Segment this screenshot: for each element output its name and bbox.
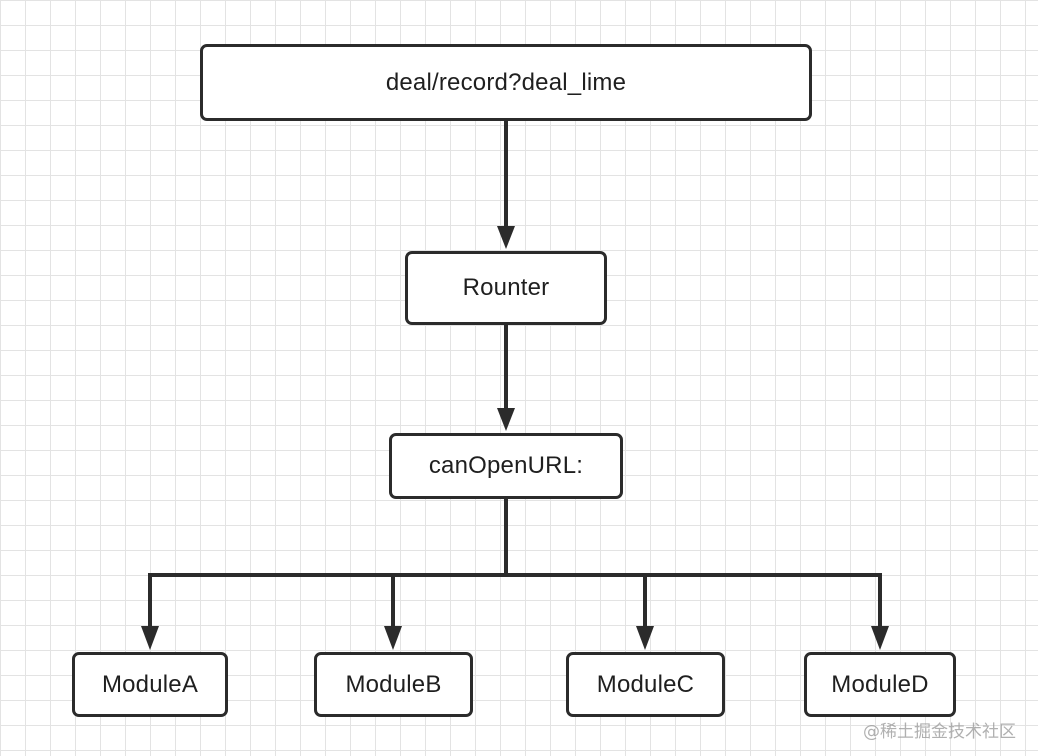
node-url-request: deal/record?deal_lime — [200, 44, 812, 121]
node-module-a: ModuleA — [72, 652, 228, 717]
node-module-d-label: ModuleD — [831, 670, 929, 698]
arrowhead-canopen — [497, 408, 515, 431]
node-module-c-label: ModuleC — [596, 670, 695, 698]
node-router: Rounter — [405, 251, 607, 325]
arrowhead-module-a — [141, 626, 159, 650]
arrowhead-router — [497, 226, 515, 249]
watermark-text: @稀土掘金技术社区 — [863, 722, 1016, 742]
arrowhead-module-b — [384, 626, 402, 650]
node-router-label: Rounter — [462, 274, 550, 301]
node-can-open-url: canOpenURL: — [389, 433, 623, 499]
node-module-b: ModuleB — [314, 652, 473, 717]
node-url-label: deal/record?deal_lime — [385, 68, 627, 96]
node-module-d: ModuleD — [804, 652, 956, 717]
node-module-b-label: ModuleB — [345, 670, 442, 698]
node-module-a-label: ModuleA — [101, 670, 199, 698]
node-module-c: ModuleC — [566, 652, 725, 717]
arrowhead-module-c — [636, 626, 654, 650]
node-can-open-url-label: canOpenURL: — [428, 452, 584, 479]
arrowhead-module-d — [871, 626, 889, 650]
